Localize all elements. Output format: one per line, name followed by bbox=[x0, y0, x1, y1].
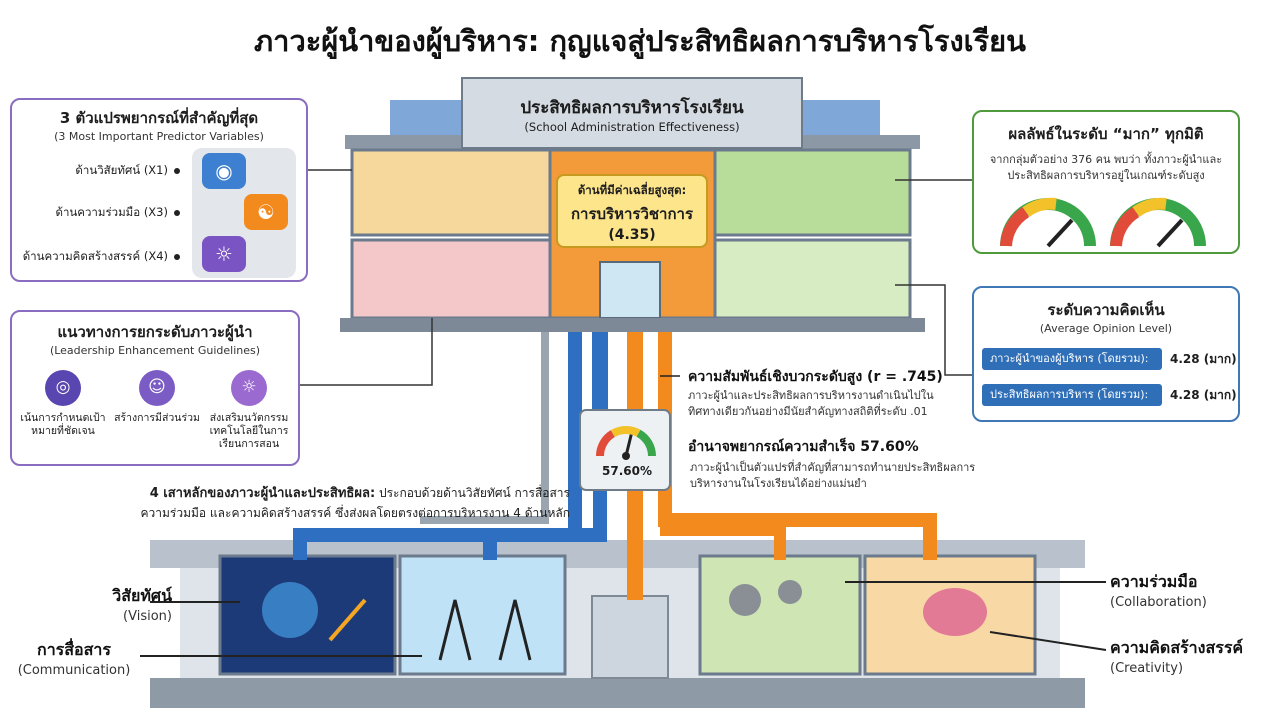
prediction-text: ภาวะผู้นำเป็นตัวแปรที่สำคัญที่สามารถทำนา… bbox=[690, 461, 976, 490]
guideline-goal: ◎ เน้นการกำหนดเป้าหมายที่ชัดเจน bbox=[18, 370, 108, 438]
pillar-creativity-th: ความคิดสร้างสรรค์ bbox=[1110, 638, 1244, 657]
left-dome bbox=[390, 100, 470, 135]
opinion-value: 4.28 (มาก) bbox=[1170, 388, 1237, 402]
opinion-subtitle: (Average Opinion Level) bbox=[1039, 322, 1173, 335]
room bbox=[713, 148, 912, 237]
pillars-note-bold: 4 เสาหลักของภาวะผู้นำและประสิทธิผล: bbox=[149, 486, 376, 501]
results-text: จากกลุ่มตัวอย่าง 376 คน พบว่า ทั้งภาวะผู… bbox=[989, 153, 1223, 182]
building-door bbox=[599, 261, 661, 319]
communication-room bbox=[398, 554, 567, 676]
building-floor bbox=[340, 318, 925, 332]
vision-glow-icon bbox=[262, 582, 318, 638]
bullet-dot bbox=[174, 168, 180, 174]
results-gauges bbox=[1000, 197, 1206, 248]
predictor-creativity: ด้านความคิดสร้างสรรค์ (X4) bbox=[22, 249, 168, 263]
gauge-value: 57.60% bbox=[602, 464, 652, 478]
opinion-title: ระดับความคิดเห็น bbox=[1047, 301, 1165, 319]
gear-icon bbox=[778, 580, 802, 604]
pillar-collaboration-en: (Collaboration) bbox=[1110, 595, 1207, 610]
vision-arrow-icon bbox=[328, 598, 367, 642]
guideline-innovation: ☼ ส่งเสริมนวัตกรรมเทคโนโลยีในการเรียนการ… bbox=[204, 370, 294, 451]
opinion-label: ประสิทธิผลการบริหาร (โดยรวม): bbox=[982, 384, 1162, 406]
opinion-row-leadership: ภาวะผู้นำของผู้บริหาร (โดยรวม): 4.28 (มา… bbox=[982, 348, 1237, 370]
grey-pipe bbox=[420, 330, 549, 524]
blue-pipe bbox=[293, 330, 582, 560]
connector-line bbox=[300, 318, 433, 386]
pillar-collaboration-th: ความร่วมมือ bbox=[1110, 572, 1198, 591]
pillar-creativity-en: (Creativity) bbox=[1110, 661, 1184, 676]
orange-pipe bbox=[660, 524, 786, 560]
correlation-title: ความสัมพันธ์เชิงบวกระดับสูง (r = .745) bbox=[688, 369, 943, 385]
pillar-collaboration: ความร่วมมือ (Collaboration) bbox=[1110, 570, 1270, 610]
pillar-communication-en: (Communication) bbox=[17, 663, 131, 678]
pillar-communication-th: การสื่อสาร bbox=[37, 640, 111, 659]
lightbulb-icon: ☼ bbox=[231, 370, 267, 406]
opinion-label: ภาวะผู้นำของผู้บริหาร (โดยรวม): bbox=[982, 348, 1162, 370]
guideline-goal-label: เน้นการกำหนดเป้าหมายที่ชัดเจน bbox=[20, 412, 106, 438]
bullet-dot bbox=[174, 254, 180, 260]
gauge-box bbox=[579, 409, 671, 491]
sign-subtitle: (School Administration Effectiveness) bbox=[524, 120, 740, 134]
bullet-dot bbox=[174, 210, 180, 216]
room bbox=[350, 148, 552, 237]
guidelines-card: แนวทางการยกระดับภาวะผู้นำ (Leadership En… bbox=[10, 310, 300, 466]
elevator bbox=[591, 595, 669, 679]
pillar-creativity: ความคิดสร้างสรรค์ (Creativity) bbox=[1110, 636, 1278, 676]
lightbulb-icon: ☼ bbox=[202, 236, 246, 272]
brain-icon bbox=[923, 588, 987, 636]
right-dome bbox=[790, 100, 880, 135]
opinion-row-effectiveness: ประสิทธิผลการบริหาร (โดยรวม): 4.28 (มาก) bbox=[982, 384, 1237, 406]
predictors-title: 3 ตัวแปรพยากรณ์ที่สำคัญที่สุด bbox=[59, 109, 259, 127]
guidelines-subtitle: (Leadership Enhancement Guidelines) bbox=[49, 344, 261, 357]
pillar-vision-en: (Vision) bbox=[123, 609, 172, 624]
sign-frame bbox=[461, 77, 803, 149]
base-floor bbox=[150, 678, 1085, 708]
correlation-text: ภาวะผู้นำและประสิทธิผลการบริหารงานดำเนิน… bbox=[688, 389, 934, 418]
gear-icon bbox=[729, 584, 761, 616]
guideline-participation-label: สร้างการมีส่วนร่วม bbox=[114, 412, 200, 424]
guideline-innovation-label: ส่งเสริมนวัตกรรมเทคโนโลยีในการเรียนการสอ… bbox=[209, 412, 289, 451]
pillar-communication: การสื่อสาร (Communication) bbox=[8, 638, 140, 678]
pillars-note-text2: ความร่วมมือ และความคิดสร้างสรรค์ ซึ่งส่ง… bbox=[140, 505, 570, 520]
opinion-card: ระดับความคิดเห็น (Average Opinion Level)… bbox=[972, 286, 1240, 422]
eye-icon: ◉ bbox=[202, 153, 246, 189]
results-title: ผลลัพธ์ในระดับ “มาก” ทุกมิติ bbox=[1008, 125, 1204, 143]
tower-icon bbox=[438, 599, 532, 661]
opinion-value: 4.28 (มาก) bbox=[1170, 352, 1237, 366]
handshake-icon: ☯ bbox=[244, 194, 288, 230]
sign-title: ประสิทธิผลการบริหารโรงเรียน bbox=[520, 98, 744, 118]
guidelines-title: แนวทางการยกระดับภาวะผู้นำ bbox=[57, 323, 253, 341]
page-title: ภาวะผู้นำของผู้บริหาร: กุญแจสู่ประสิทธิผ… bbox=[254, 24, 1026, 58]
room bbox=[350, 238, 552, 320]
predictors-subtitle: (3 Most Important Predictor Variables) bbox=[54, 130, 264, 143]
results-card: ผลลัพธ์ในระดับ “มาก” ทุกมิติ จากกลุ่มตัว… bbox=[972, 110, 1240, 254]
target-icon: ◎ bbox=[45, 370, 81, 406]
pillar-vision: วิสัยทัศน์ (Vision) bbox=[10, 584, 172, 624]
pillar-vision-th: วิสัยทัศน์ bbox=[112, 586, 172, 605]
guideline-participation: ☺ สร้างการมีส่วนร่วม bbox=[112, 370, 202, 425]
highest-average-box: ด้านที่มีค่าเฉลี่ยสูงสุด: การบริหารวิชาก… bbox=[556, 174, 708, 248]
gauge-hub-icon bbox=[622, 452, 630, 460]
connector-line bbox=[989, 631, 1107, 651]
connector-line bbox=[895, 284, 972, 376]
pillars-note: 4 เสาหลักของภาวะผู้นำและประสิทธิผล: ประก… bbox=[70, 484, 570, 522]
prediction-title: อำนาจพยากรณ์ความสำเร็จ 57.60% bbox=[688, 439, 919, 455]
predictor-vision: ด้านวิสัยทัศน์ (X1) bbox=[75, 163, 168, 177]
highest-score: (4.35) bbox=[608, 227, 656, 243]
room bbox=[713, 238, 912, 320]
predictor-collaboration: ด้านความร่วมมือ (X3) bbox=[55, 205, 168, 219]
blue-pipe bbox=[483, 480, 607, 560]
pillars-note-text1: ประกอบด้วยด้านวิสัยทัศน์ การสื่อสาร bbox=[375, 486, 570, 500]
highest-value: การบริหารวิชาการ bbox=[570, 205, 694, 223]
predictors-card: 3 ตัวแปรพยากรณ์ที่สำคัญที่สุด (3 Most Im… bbox=[10, 98, 308, 282]
prediction-gauge bbox=[596, 426, 656, 460]
highest-label: ด้านที่มีค่าเฉลี่ยสูงสุด: bbox=[577, 183, 687, 197]
collaboration-room bbox=[698, 554, 862, 676]
team-icon: ☺ bbox=[139, 370, 175, 406]
